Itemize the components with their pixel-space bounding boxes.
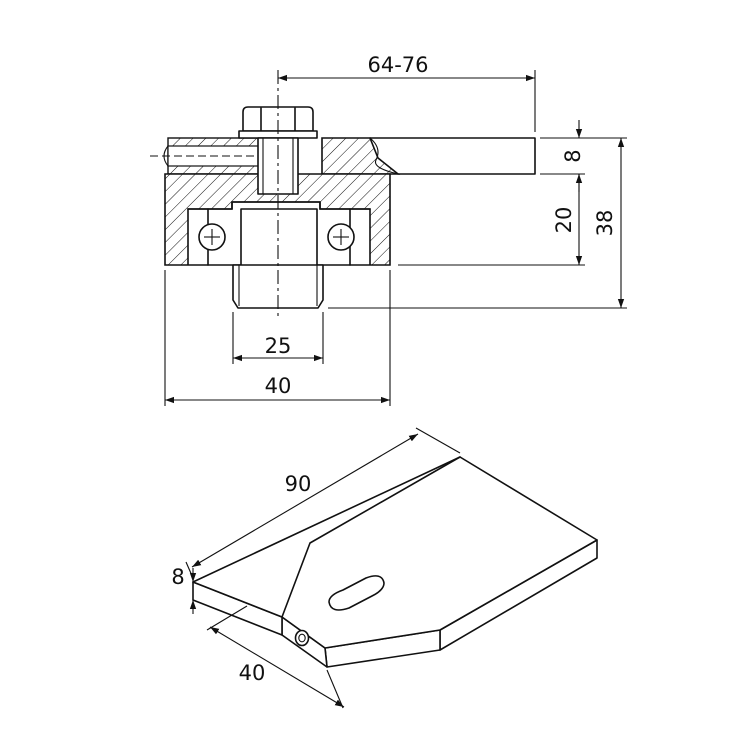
dim-adjust-range: 64-76: [278, 53, 536, 132]
shaft: [232, 208, 324, 309]
dim-body-width: 40: [164, 270, 391, 406]
label-total-height: 38: [593, 210, 617, 237]
threaded-hole: [294, 629, 310, 647]
dim-shaft-diameter: 25: [232, 312, 324, 364]
dim-total-height: 38: [593, 138, 625, 308]
dim-plate-width: 40: [206, 605, 345, 709]
rope: [150, 137, 267, 175]
dim-plate-length: 90: [185, 427, 461, 579]
dim-plate-thickness: 8: [561, 120, 585, 192]
section-view: 64-76 8 20 38 25: [150, 53, 627, 406]
bearing-ball-right: [327, 223, 355, 251]
label-shaft-diameter: 25: [265, 334, 292, 358]
label-plate-length: 90: [285, 472, 312, 496]
mounting-plate: [321, 137, 536, 175]
label-plate-thickness: 8: [561, 149, 585, 162]
label-adjust-range: 64-76: [367, 53, 428, 77]
isometric-plate: 90 8 40: [171, 427, 598, 709]
label-body-width: 40: [265, 374, 292, 398]
label-body-height: 20: [552, 207, 576, 234]
dim-body-height: 20: [552, 174, 583, 265]
label-plate-thickness-iso: 8: [171, 565, 184, 589]
slot: [328, 575, 385, 611]
label-plate-width: 40: [239, 661, 266, 685]
dim-plate-thickness-iso: 8: [171, 565, 197, 614]
hex-bolt: [238, 106, 318, 195]
bearing-ball-left: [198, 223, 226, 251]
